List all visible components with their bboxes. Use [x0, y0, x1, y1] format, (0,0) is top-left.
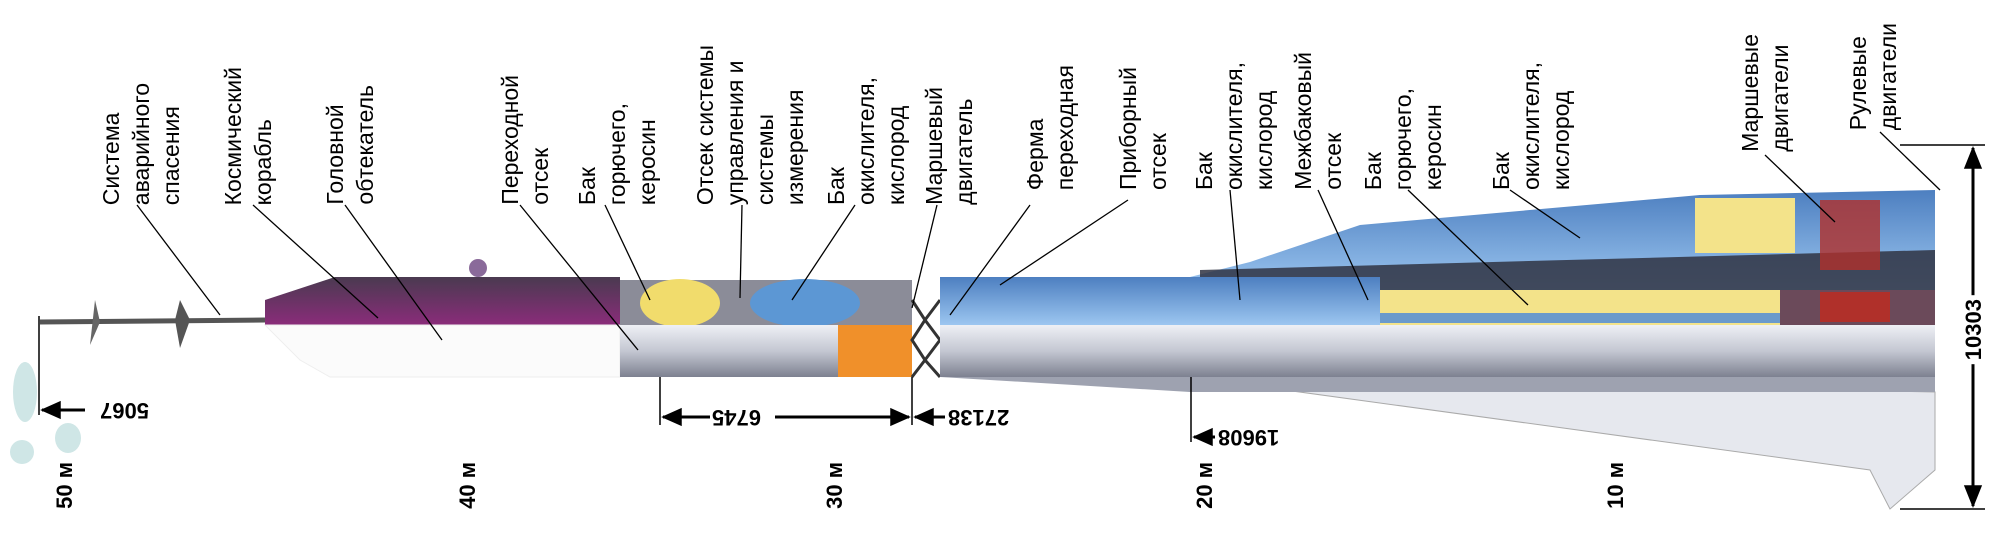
label-spacecraft: Космический корабль	[220, 66, 276, 205]
label-fuel-tank-3: Бак горючего, керосин	[574, 102, 660, 205]
scale-50m: 50 м	[52, 462, 77, 509]
head-fairing	[263, 259, 621, 378]
scale-10m: 10 м	[1603, 462, 1628, 509]
label-oxidizer-tank-2: Бак окислителя, кислород	[1191, 61, 1277, 190]
label-intertank-section: Межбаковый отсек	[1290, 52, 1346, 190]
core-stage	[940, 277, 1935, 392]
decorative-blobs	[10, 362, 81, 464]
label-main-engines: Маршевые двигатели	[1737, 34, 1793, 152]
label-steering-engines: Рулевые двигатели	[1845, 22, 1901, 130]
dimension-6745: 6745	[712, 405, 761, 430]
label-transition-truss: Ферма переходная	[1022, 64, 1078, 190]
scale-30m: 30 м	[822, 462, 847, 509]
side-booster-top	[1190, 190, 1935, 292]
escape-tower	[39, 300, 266, 348]
label-oxidizer-tank-booster: Бак окислителя, кислород	[1488, 61, 1574, 190]
label-oxidizer-tank-3: Бак окислителя, кислород	[823, 76, 909, 205]
side-booster-bottom	[1189, 376, 1936, 510]
label-control-section: Отсек системы управления и системы измер…	[692, 44, 808, 205]
dimension-10303: 10303	[1961, 295, 1987, 365]
label-instrument-section: Приборный отсек	[1115, 66, 1171, 190]
label-fuel-tank-2: Бак горючего, керосин	[1360, 87, 1446, 190]
label-transition-section: Переходной отсек	[497, 75, 553, 205]
third-stage	[620, 279, 942, 378]
label-main-engine: Маршевый двигатель	[921, 87, 977, 205]
dimension-19608: 19608	[1218, 425, 1280, 450]
label-escape-system: Система аварийного спасения	[98, 82, 184, 205]
dimension-5067: 5067	[100, 398, 149, 423]
leader-lines	[136, 131, 1941, 351]
scale-20m: 20 м	[1192, 462, 1217, 509]
dimension-27138: 27138	[948, 405, 1010, 430]
scale-40m: 40 м	[455, 462, 480, 509]
label-head-fairing: Головной обтекатель	[322, 85, 378, 205]
